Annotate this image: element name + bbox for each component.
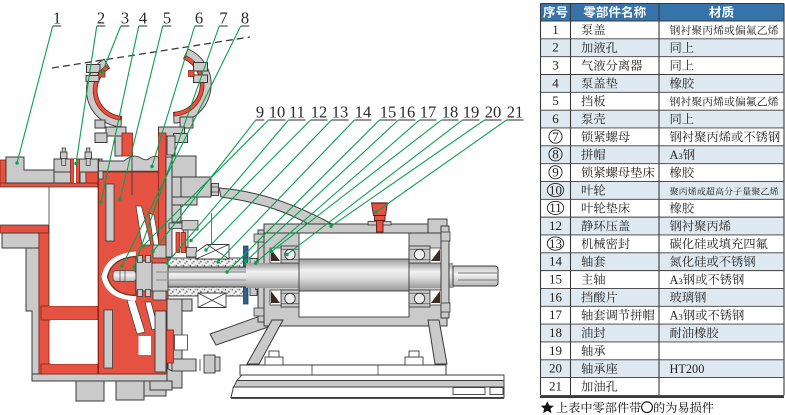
svg-text:11: 11 [549, 200, 562, 215]
svg-text:14: 14 [355, 103, 372, 122]
svg-text:10: 10 [549, 182, 562, 197]
svg-text:3: 3 [678, 276, 683, 286]
svg-text:3: 3 [552, 58, 559, 73]
svg-text:A: A [670, 148, 679, 162]
svg-text:4: 4 [139, 9, 147, 28]
svg-text:19: 19 [463, 103, 480, 122]
svg-text:13: 13 [332, 103, 349, 122]
svg-text:9: 9 [552, 165, 559, 180]
svg-text:21: 21 [549, 379, 562, 394]
svg-text:8: 8 [241, 9, 249, 28]
svg-text:5: 5 [552, 93, 559, 108]
svg-text:5: 5 [163, 9, 171, 28]
svg-text:18: 18 [442, 103, 459, 122]
svg-text:16: 16 [549, 289, 563, 304]
svg-text:20: 20 [549, 361, 562, 376]
svg-text:13: 13 [549, 236, 562, 251]
svg-text:21: 21 [507, 103, 524, 122]
svg-text:A: A [670, 273, 679, 287]
svg-text:15: 15 [549, 272, 562, 287]
svg-text:7: 7 [219, 9, 227, 28]
svg-text:3: 3 [121, 9, 129, 28]
svg-text:12: 12 [311, 103, 328, 122]
svg-text:4: 4 [552, 75, 559, 90]
svg-text:6: 6 [552, 111, 559, 126]
svg-text:1: 1 [552, 22, 559, 37]
svg-text:15: 15 [380, 103, 397, 122]
svg-text:6: 6 [195, 9, 203, 28]
svg-text:3: 3 [678, 312, 683, 322]
svg-text:2: 2 [552, 40, 559, 55]
svg-text:11: 11 [289, 103, 305, 122]
svg-text:9: 9 [256, 103, 264, 122]
svg-text:16: 16 [399, 103, 416, 122]
svg-text:HT200: HT200 [670, 362, 705, 376]
svg-text:17: 17 [549, 307, 563, 322]
svg-text:10: 10 [269, 103, 286, 122]
svg-text:2: 2 [97, 9, 105, 28]
svg-text:14: 14 [549, 254, 563, 269]
svg-text:19: 19 [549, 343, 562, 358]
svg-text:7: 7 [552, 129, 559, 144]
svg-text:8: 8 [552, 147, 559, 162]
svg-text:20: 20 [485, 103, 502, 122]
svg-text:A: A [670, 309, 679, 323]
svg-text:12: 12 [549, 218, 562, 233]
svg-text:1: 1 [53, 9, 61, 28]
svg-text:18: 18 [549, 325, 562, 340]
svg-text:3: 3 [678, 151, 683, 161]
svg-text:17: 17 [420, 103, 437, 122]
